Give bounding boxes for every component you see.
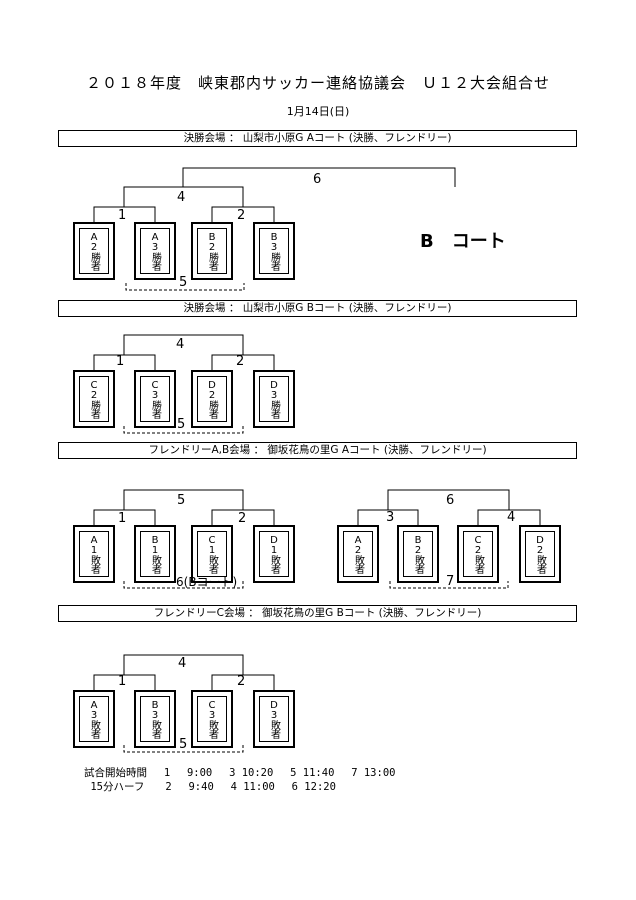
venue-header-2: 決勝会場 ： 山梨市小原G Bコート (決勝、フレンドリー) xyxy=(58,300,577,317)
team-box: B3敗者 xyxy=(134,690,176,748)
team-box: B3勝者 xyxy=(253,222,295,280)
match-number: 5 xyxy=(179,737,188,752)
team-box: A3敗者 xyxy=(73,690,115,748)
team-box: C3敗者 xyxy=(191,690,233,748)
match-number: 4 xyxy=(177,190,186,205)
match-number: 4 xyxy=(507,510,516,525)
match-number: 2 xyxy=(238,511,247,526)
venue-header-1: 決勝会場 ： 山梨市小原G Aコート (決勝、フレンドリー) xyxy=(58,130,577,147)
team-box: A2勝者 xyxy=(73,222,115,280)
match-number: 1 xyxy=(116,354,125,369)
venue-header-3: フレンドリーA,B会場 ： 御坂花鳥の里G Aコート (決勝、フレンドリー) xyxy=(58,442,577,459)
match-number: 7 xyxy=(446,574,455,589)
team-box: C2敗者 xyxy=(457,525,499,583)
schedule-row-half-length: 15分ハーフ 2 9:40 4 11:00 6 12:20 xyxy=(84,781,336,793)
team-box: D1敗者 xyxy=(253,525,295,583)
team-box: B2勝者 xyxy=(191,222,233,280)
match-number: 3 xyxy=(386,510,395,525)
match-number: 1 xyxy=(118,511,127,526)
match-number: 2 xyxy=(237,208,246,223)
venue-header-4: フレンドリーC会場 ： 御坂花鳥の里G Bコート (決勝、フレンドリー) xyxy=(58,605,577,622)
team-box: B2敗者 xyxy=(397,525,439,583)
event-date: 1月14日(日) xyxy=(286,105,350,118)
team-box: D2勝者 xyxy=(191,370,233,428)
match-number: 1 xyxy=(118,208,127,223)
team-box: D3勝者 xyxy=(253,370,295,428)
schedule-row-start-times: 試合開始時間 1 9:00 3 10:20 5 11:40 7 13:00 xyxy=(84,767,396,779)
team-box: A1敗者 xyxy=(73,525,115,583)
match-number: 2 xyxy=(237,674,246,689)
match-number: 5 xyxy=(177,417,186,432)
court-label: B コート xyxy=(420,231,506,252)
match-number: 6 xyxy=(446,493,455,508)
match-number: 5 xyxy=(179,275,188,290)
team-box: D3敗者 xyxy=(253,690,295,748)
match-number: 4 xyxy=(176,337,185,352)
page-title: ２０１８年度 峡東郡内サッカー連絡協議会 Ｕ１２大会組合せ xyxy=(85,74,550,92)
team-box: A3勝者 xyxy=(134,222,176,280)
match-number: 6 xyxy=(313,172,322,187)
match-number: 5 xyxy=(177,493,186,508)
match-number: 1 xyxy=(118,674,127,689)
match-number: 2 xyxy=(236,354,245,369)
team-box: A2敗者 xyxy=(337,525,379,583)
team-box: C1敗者 xyxy=(191,525,233,583)
match-number: 4 xyxy=(178,656,187,671)
team-box: C2勝者 xyxy=(73,370,115,428)
team-box: B1敗者 xyxy=(134,525,176,583)
team-box: D2敗者 xyxy=(519,525,561,583)
team-box: C3勝者 xyxy=(134,370,176,428)
